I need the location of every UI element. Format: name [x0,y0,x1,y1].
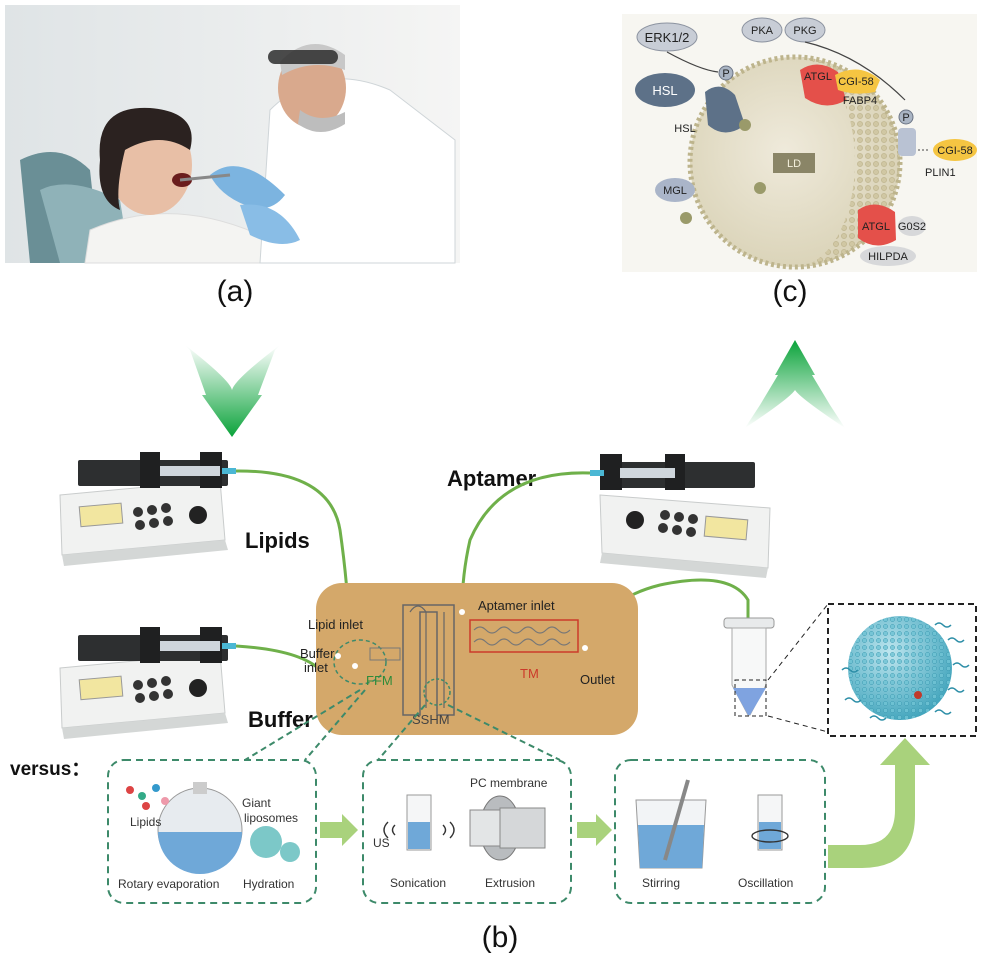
buffer-syringe-pump [59,627,236,739]
oscillation-tube [751,794,789,851]
aptamer-liposome [841,616,970,721]
stirring-beaker [635,779,707,869]
sonication-tube [383,794,455,851]
conventional-box-2 [362,759,572,904]
rotary-flask [126,782,300,874]
atgl-bottom-label: ATGL [862,221,890,233]
microfluidic-chip [316,583,638,735]
conventional-box-3 [614,759,826,904]
collection-tube [723,617,775,717]
down-arrow [185,345,280,437]
buffer-label: Buffer [248,707,313,732]
giant-label-1: Giant [242,796,271,810]
atgl-top-label: ATGL [804,71,832,83]
oscillation-label: Oscillation [738,876,793,890]
buffer-inlet-label-1: Buffer [300,646,335,661]
lipids-step-label: Lipids [130,815,161,829]
hsl-bottom-label: HSL [674,123,695,135]
liposome-zoom-box [827,603,977,737]
mgl-label: MGL [663,185,687,197]
buffer-inlet-label-2: inlet [304,660,328,675]
cgi58-right-label: CGI-58 [937,145,972,157]
process-arrow-1 [320,814,358,846]
p-marker-2: P [902,112,909,124]
sonication-label: Sonication [390,876,446,890]
extrusion-membrane [469,795,546,861]
process-arrow-final [828,738,930,868]
aptamer-inlet-label: Aptamer inlet [478,598,555,613]
us-label: US [373,836,390,850]
g0s2-label: G0S2 [898,221,926,233]
dental-photo [5,5,460,264]
ffm-label: FFM [366,673,393,688]
plin1-label: PLIN1 [925,167,956,179]
sshm-label: SSHM [412,712,450,727]
tm-label: TM [520,666,539,681]
aptamer-label: Aptamer [447,466,537,491]
panel-label-c: (c) [773,275,808,308]
panel-label-b: (b) [482,921,519,954]
pkg-label: PKG [793,25,816,37]
lipolysis-diagram: LD ERK1/2 PKA PKG HSL HSL P MGL ATGL CGI… [622,14,977,272]
aptamer-syringe-pump [590,454,771,578]
hydration-label: Hydration [243,877,294,891]
giant-label-2: liposomes [244,811,298,825]
fabp4-label: FABP4 [843,95,877,107]
up-arrow [745,340,845,428]
panel-label-a: (a) [217,275,254,308]
ld-label: LD [787,158,801,170]
extrusion-label: Extrusion [485,876,535,890]
process-arrow-2 [577,814,612,846]
lipids-label: Lipids [245,528,310,553]
erk-label: ERK1/2 [645,30,690,45]
p-marker-1: P [722,68,729,80]
stirring-label: Stirring [642,876,680,890]
outlet-label: Outlet [580,672,615,687]
cgi58-top-label: CGI-58 [838,76,873,88]
versus-label: versus： [10,759,90,780]
hilpda-label: HILPDA [868,251,908,263]
lipids-syringe-pump [59,452,236,566]
lipid-inlet-label: Lipid inlet [308,617,363,632]
conventional-box-1 [107,759,317,904]
pka-label: PKA [751,25,774,37]
hsl-top-label: HSL [652,83,677,98]
pc-membrane-label: PC membrane [470,776,548,790]
rotary-label: Rotary evaporation [118,877,219,891]
